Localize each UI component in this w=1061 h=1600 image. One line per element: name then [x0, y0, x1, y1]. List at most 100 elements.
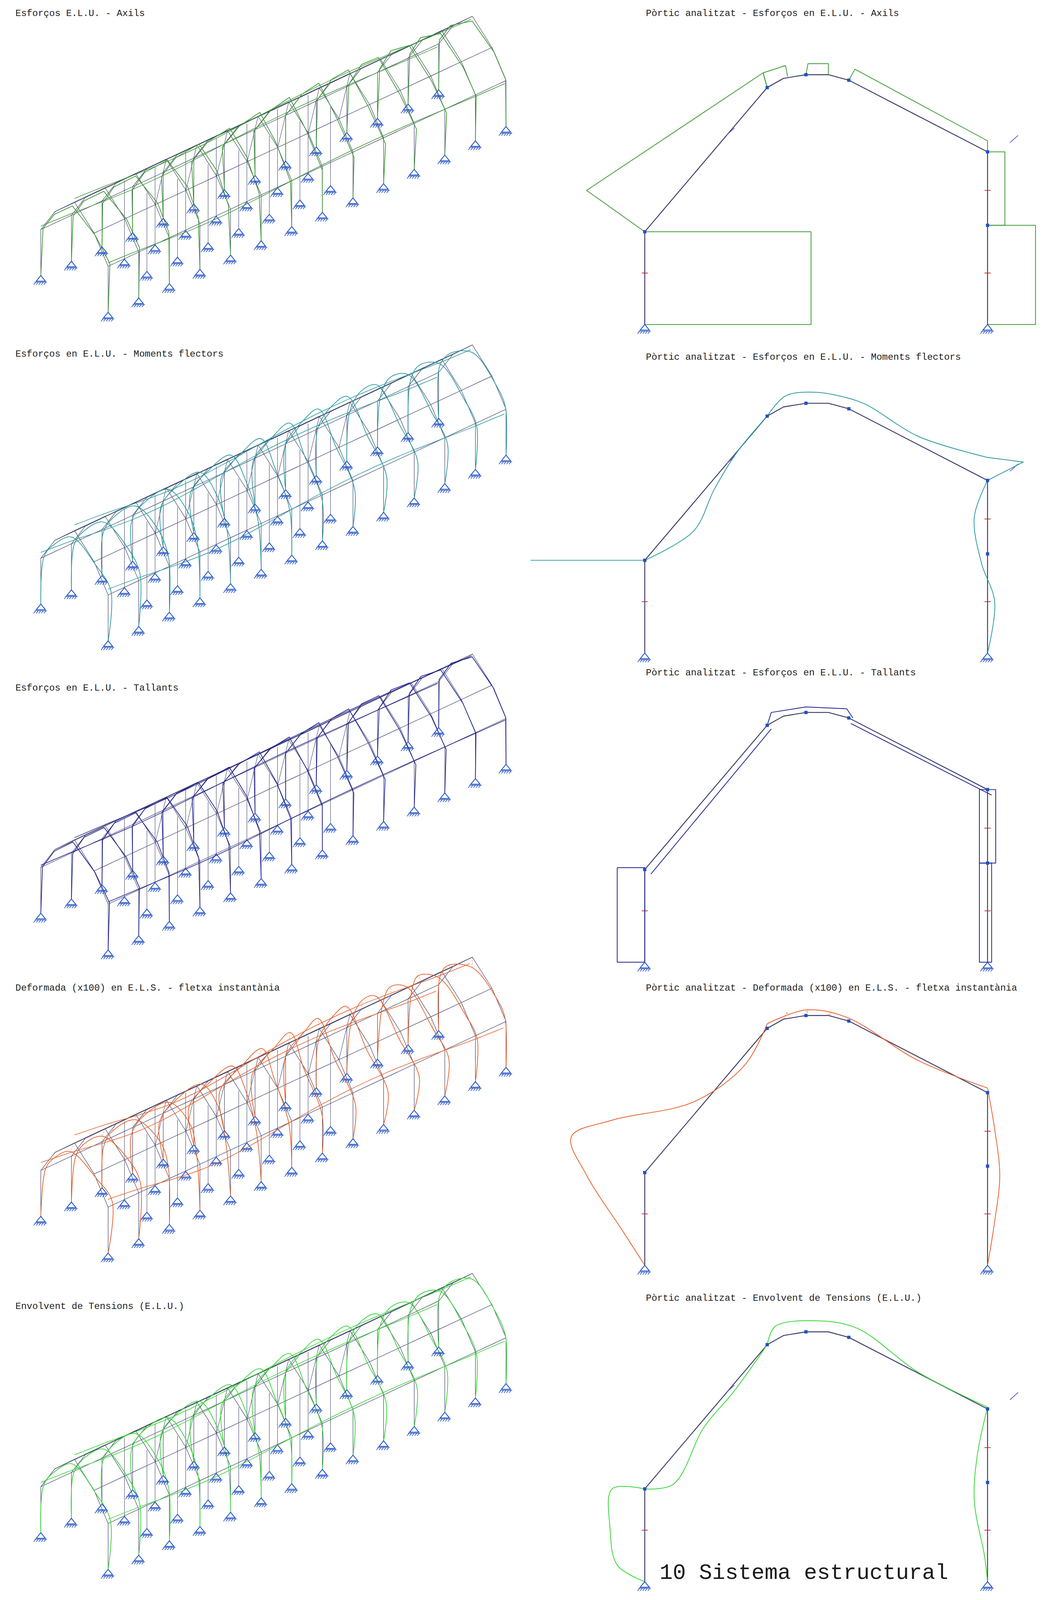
support-hatch	[148, 1508, 162, 1511]
roof-brace	[185, 1085, 197, 1131]
interior-post	[269, 464, 270, 543]
support-hatch	[315, 1475, 329, 1479]
analysed-portal	[586, 63, 1036, 334]
support-triangle	[103, 312, 113, 318]
support-triangle	[242, 530, 252, 536]
support-hatch	[292, 1146, 307, 1150]
support-triangle	[379, 183, 389, 190]
support-hatch	[270, 194, 284, 198]
support-triangle	[379, 511, 389, 518]
support-hatch	[468, 476, 482, 479]
support-triangle	[403, 741, 413, 748]
displacement-line	[418, 975, 423, 981]
longitudinal-beam	[74, 16, 473, 202]
force-diagram	[101, 1433, 171, 1541]
interior-post	[277, 1049, 278, 1129]
local-axis	[726, 1384, 735, 1393]
displacement-line	[94, 1173, 97, 1179]
support-hatch	[94, 1510, 109, 1513]
support-hatch	[156, 1481, 170, 1485]
support-symbol	[292, 837, 307, 848]
interior-post	[207, 164, 209, 243]
support-triangle	[264, 1471, 275, 1477]
force-diagram	[74, 19, 472, 199]
support-hatch	[125, 239, 139, 243]
support-symbol	[401, 1044, 415, 1054]
analysed-portal	[617, 706, 996, 972]
support-hatch	[33, 1538, 47, 1542]
force-diagram	[530, 559, 646, 561]
support-triangle	[372, 446, 383, 453]
support-triangle	[317, 212, 328, 218]
interior-post	[207, 1104, 209, 1184]
support-hatch	[431, 1353, 445, 1356]
force-diagram	[190, 1384, 262, 1498]
analysis-row	[33, 1273, 1019, 1591]
support-symbol	[292, 1140, 307, 1150]
support-symbol	[101, 640, 115, 650]
support-triangle	[150, 573, 160, 579]
frame-joint	[765, 723, 769, 727]
portal-frame	[285, 416, 354, 527]
force-diagram	[315, 1325, 387, 1441]
support-hatch	[437, 1102, 452, 1106]
support-symbol	[170, 585, 184, 595]
support-symbol	[223, 1511, 237, 1522]
panel-title: Pòrtic analitzat - Esforços en E.L.U. - …	[644, 351, 963, 363]
displacement-line	[238, 1066, 242, 1067]
support-triangle	[219, 518, 230, 524]
support-triangle	[103, 1252, 113, 1259]
panel-title: Pòrtic analitzat - Envolvent de Tensions…	[644, 1292, 923, 1304]
support-symbol	[247, 503, 262, 514]
displacement-line	[318, 1018, 320, 1029]
support-triangle	[203, 880, 213, 886]
support-hatch	[376, 1446, 390, 1450]
displacement-line	[135, 1114, 136, 1120]
support-triangle	[440, 1095, 450, 1102]
support-triangle	[440, 1411, 450, 1418]
displacement-line	[124, 1159, 129, 1161]
analysis-row	[33, 16, 1036, 334]
force-diagram	[767, 1320, 988, 1407]
support-symbol	[139, 599, 154, 610]
longitudinal-beam	[94, 684, 493, 871]
support-triangle	[264, 851, 275, 858]
support-hatch	[370, 124, 384, 128]
support-symbol	[468, 1081, 482, 1091]
support-hatch	[339, 139, 354, 143]
support-hatch	[223, 1202, 237, 1206]
portal-frame	[254, 739, 323, 850]
support-symbol	[309, 1087, 323, 1097]
support-symbol	[292, 1456, 307, 1466]
support-triangle	[97, 1187, 107, 1193]
support-hatch	[406, 504, 421, 508]
frame-joint	[847, 78, 851, 82]
support-triangle	[372, 1374, 383, 1381]
interior-post	[238, 478, 239, 557]
support-symbol	[309, 146, 323, 157]
support-hatch	[156, 862, 170, 866]
force-diagram	[438, 21, 506, 127]
portal-frame	[41, 839, 109, 950]
force-diagram	[848, 69, 988, 152]
interior-post	[277, 1365, 278, 1445]
interior-post	[299, 1378, 301, 1457]
support-hatch	[339, 1396, 354, 1399]
support-triangle	[640, 1581, 650, 1587]
force-diagram	[377, 984, 450, 1096]
support-hatch	[33, 281, 47, 285]
support-symbol	[345, 1138, 360, 1148]
force-diagram	[40, 1463, 112, 1570]
force-diagram	[987, 151, 1005, 226]
roof-brace	[185, 1401, 197, 1447]
support-symbol	[94, 1503, 109, 1513]
support-triangle	[119, 587, 130, 594]
support-hatch	[223, 261, 237, 265]
interior-post	[215, 137, 217, 217]
support-hatch	[201, 1506, 215, 1509]
roof-brace	[308, 416, 320, 462]
longitudinal-beam	[41, 43, 439, 230]
interior-post	[238, 787, 239, 867]
support-symbol	[309, 1403, 323, 1413]
portal-frame	[101, 1430, 170, 1541]
